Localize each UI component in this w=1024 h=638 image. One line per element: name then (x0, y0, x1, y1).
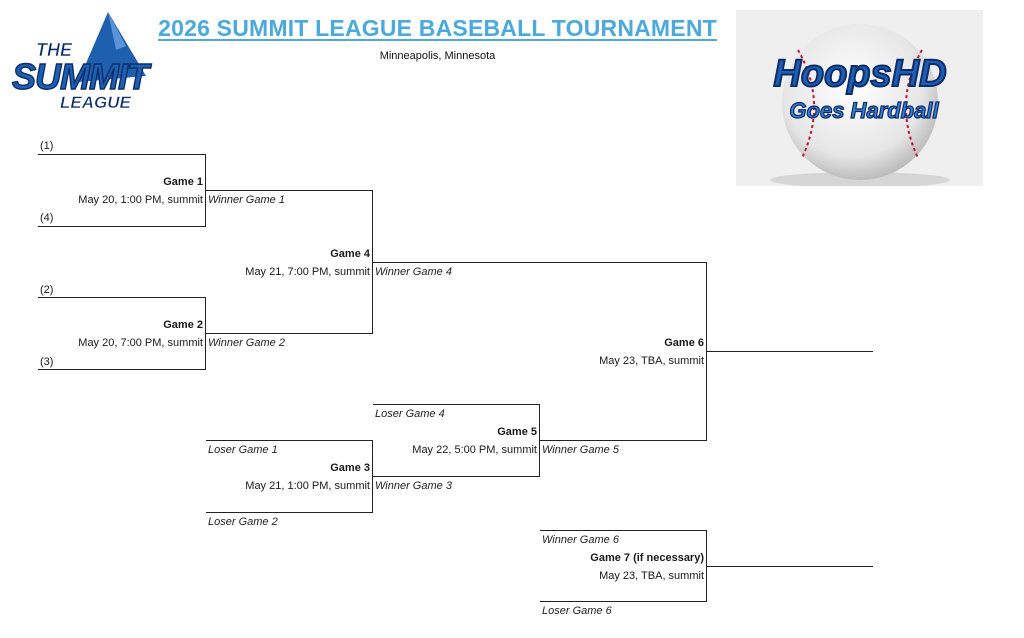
game-1-details: May 20, 1:00 PM, summit (78, 194, 203, 206)
hoopshd-goes-hardball-logo: HoopsHD Goes Hardball (736, 10, 983, 186)
slot-winner-game-3: Winner Game 3 (375, 480, 452, 492)
logo-summit-text: SUMMIT (12, 56, 152, 97)
slot-winner-game-6: Winner Game 6 (542, 534, 619, 546)
baseball-icon (782, 24, 938, 180)
slot-winner-game-4: Winner Game 4 (375, 266, 452, 278)
game-2-title: Game 2 (163, 319, 203, 331)
game-3-title: Game 3 (330, 462, 370, 474)
tournament-title: 2026 SUMMIT LEAGUE BASEBALL TOURNAMENT (158, 15, 717, 41)
slot-loser-game-6: Loser Game 6 (542, 605, 612, 617)
slot-winner-game-5: Winner Game 5 (542, 444, 619, 456)
slot-loser-game-2: Loser Game 2 (208, 516, 278, 528)
game-6-details: May 23, TBA, summit (599, 355, 704, 367)
game-4-title: Game 4 (330, 248, 370, 260)
game-1-title: Game 1 (163, 176, 203, 188)
slot-winner-game-1: Winner Game 1 (208, 194, 285, 206)
logo-goes-hardball-text: Goes Hardball (789, 98, 939, 123)
slot-loser-game-4: Loser Game 4 (375, 408, 445, 420)
logo-league-text: LEAGUE (60, 93, 132, 112)
slot-winner-game-2: Winner Game 2 (208, 337, 285, 349)
seed-2-label: (2) (40, 284, 54, 296)
seed-1-label: (1) (40, 140, 54, 152)
slot-loser-game-1: Loser Game 1 (208, 444, 278, 456)
game-6-title: Game 6 (664, 337, 704, 349)
logo-hoopshd-text: HoopsHD (773, 53, 946, 95)
game-3-details: May 21, 1:00 PM, summit (245, 480, 370, 492)
game-7-title: Game 7 (if necessary) (590, 552, 704, 564)
game-4-details: May 21, 7:00 PM, summit (245, 266, 370, 278)
game-2-details: May 20, 7:00 PM, summit (78, 337, 203, 349)
game-5-title: Game 5 (497, 426, 537, 438)
tournament-location: Minneapolis, Minnesota (379, 50, 496, 62)
seed-3-label: (3) (40, 356, 54, 368)
game-5-details: May 22, 5:00 PM, summit (412, 444, 537, 456)
logo-the-text: THE (36, 40, 73, 60)
game-7-details: May 23, TBA, summit (599, 570, 704, 582)
summit-league-logo: THE SUMMIT LEAGUE (8, 6, 198, 121)
seed-4-label: (4) (40, 212, 54, 224)
